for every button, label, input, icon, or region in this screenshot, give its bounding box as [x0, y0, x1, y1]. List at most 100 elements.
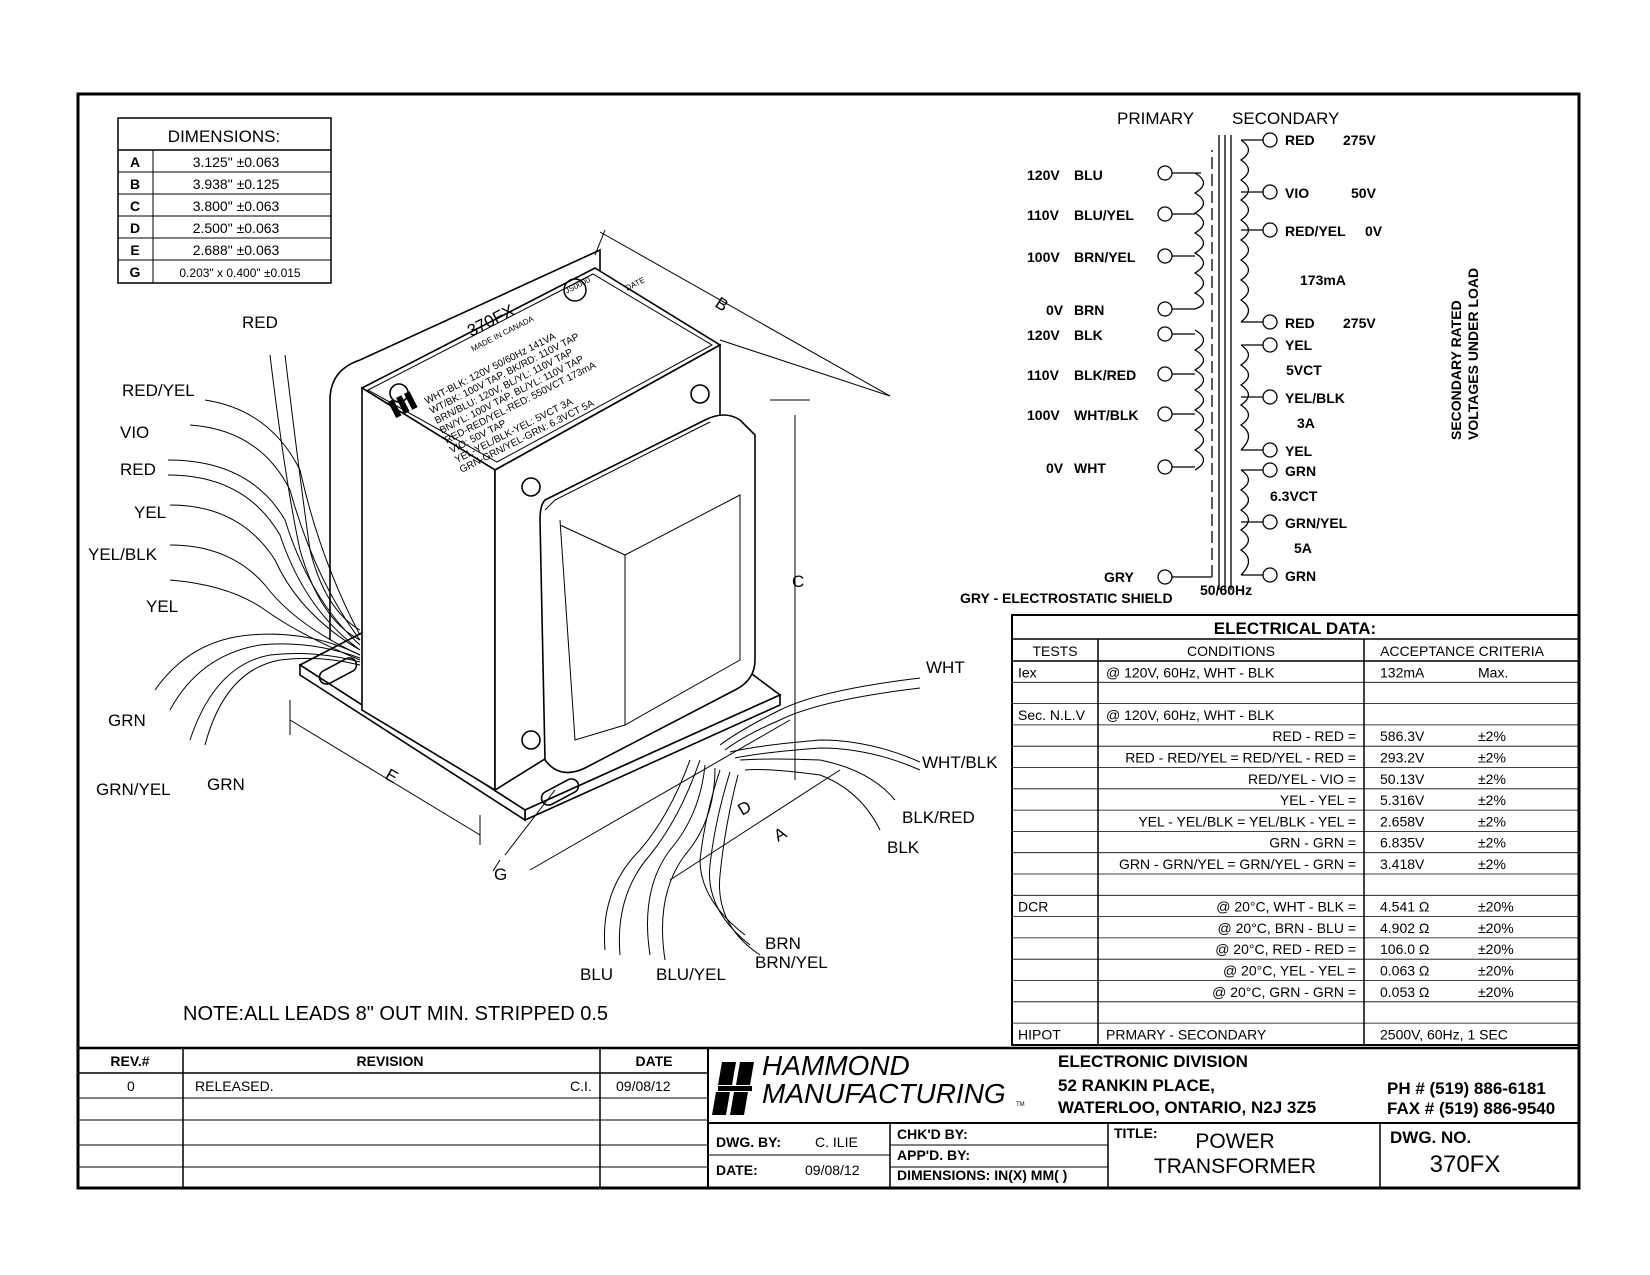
cell-test: Iex [1018, 664, 1037, 680]
cell-value: 3.418V [1380, 856, 1425, 872]
dimensions-unit-label: DIMENSIONS: IN(X) MM( ) [897, 1167, 1067, 1183]
dim-letter: G [494, 865, 507, 884]
cell-value: 50.13V [1380, 771, 1425, 787]
cell-condition: @ 20°C, YEL - YEL = [1223, 963, 1356, 979]
terminal-icon [1157, 206, 1173, 222]
cell-tolerance: ±2% [1478, 835, 1506, 851]
terminal-icon [1157, 248, 1173, 264]
primary-color: WHT/BLK [1074, 407, 1139, 423]
primary-volt: 0V [1046, 460, 1064, 476]
cell-condition: @ 20°C, BRN - BLU = [1218, 920, 1356, 936]
terminal-icon [1157, 301, 1173, 317]
lead-label: RED [242, 313, 278, 332]
secondary-note: 50V [1351, 185, 1377, 201]
lead-label: VIO [120, 423, 149, 442]
terminal-icon [1262, 132, 1278, 148]
cell-tolerance: ±2% [1478, 728, 1506, 744]
terminal-icon [1157, 326, 1173, 342]
col-header-criteria: ACCEPTANCE CRITERIA [1380, 643, 1545, 659]
cell-value: 586.3V [1380, 728, 1425, 744]
lead-label: RED/YEL [122, 381, 195, 400]
wiring-schematic: PRIMARY SECONDARY [960, 109, 1481, 606]
dim-letter: D [735, 797, 755, 820]
terminal-icon [1262, 442, 1278, 458]
cell-tolerance: ±2% [1478, 750, 1506, 766]
electrical-title: ELECTRICAL DATA: [1214, 619, 1376, 638]
plate-logo-icon [388, 391, 418, 419]
cell-condition: YEL - YEL/BLK = YEL/BLK - YEL = [1138, 813, 1356, 829]
primary-color: BLU [1074, 167, 1103, 183]
dim-key: C [130, 198, 140, 214]
company-name-2: MANUFACTURING [762, 1078, 1006, 1109]
terminal-icon [1157, 165, 1173, 181]
terminal-icon [1157, 366, 1173, 382]
leads-note: NOTE:ALL LEADS 8" OUT MIN. STRIPPED 0.5 [183, 1003, 608, 1025]
cell-tolerance: ±2% [1478, 792, 1506, 808]
transformer-drawing [154, 229, 921, 961]
primary-volt: 110V [1027, 367, 1060, 383]
terminal-icon [1262, 514, 1278, 530]
lead-label: GRN [108, 711, 146, 730]
secondary-note: 0V [1365, 223, 1383, 239]
secondary-color: GRN [1285, 463, 1316, 479]
cell-value: 2500V, 60Hz, 1 SEC [1380, 1026, 1508, 1042]
secondary-note: 173mA [1300, 272, 1346, 288]
cell-condition: RED - RED = [1272, 728, 1356, 744]
terminal-icon [1262, 567, 1278, 583]
cell-condition: @ 120V, 60Hz, WHT - BLK [1106, 707, 1275, 723]
lead-label: YEL/BLK [88, 545, 158, 564]
drawing-title-2: TRANSFORMER [1154, 1155, 1316, 1178]
dim-key: B [130, 176, 140, 192]
mounting-slot [540, 778, 580, 806]
secondary-note: 5A [1294, 540, 1312, 556]
front-coil-cover [539, 414, 756, 774]
address-1: 52 RANKIN PLACE, [1058, 1076, 1215, 1095]
lead-label: YEL [134, 503, 166, 522]
dim-key: E [130, 242, 139, 258]
cell-condition: @ 120V, 60Hz, WHT - BLK [1106, 664, 1275, 680]
company-name-1: HAMMOND [762, 1050, 910, 1081]
secondary-title: SECONDARY [1232, 109, 1339, 128]
dim-key: A [130, 154, 140, 170]
cell-condition: @ 20°C, RED - RED = [1215, 941, 1356, 957]
cell-value: 0.053 Ω [1380, 984, 1429, 1000]
primary-volt: 120V [1027, 167, 1060, 183]
terminal-icon [1262, 337, 1278, 353]
cell-tolerance: Max. [1478, 664, 1508, 680]
cell-tolerance: ±2% [1478, 771, 1506, 787]
lead-label: BLU [580, 965, 613, 984]
chkd-by-label: CHK'D BY: [897, 1126, 968, 1142]
side-note: VOLTAGES UNDER LOAD [1465, 268, 1481, 440]
cell-value: 4.541 Ω [1380, 899, 1429, 915]
lead-label: BLU/YEL [656, 965, 726, 984]
lead-label: BRN [765, 934, 801, 953]
terminal-icon [1157, 459, 1173, 475]
cell-test: Sec. N.L.V [1018, 707, 1086, 723]
cell-value: 0.063 Ω [1380, 963, 1429, 979]
dim-value: 2.688" ±0.063 [193, 242, 280, 258]
rev-number: 0 [127, 1078, 135, 1094]
cell-tolerance: ±20% [1478, 941, 1514, 957]
primary-volt: 0V [1046, 302, 1064, 318]
frequency-label: 50/60Hz [1200, 582, 1252, 598]
drawing-title-1: POWER [1195, 1130, 1274, 1153]
revision-text: RELEASED. [195, 1078, 274, 1094]
rev-header: REV.# [110, 1053, 149, 1069]
cell-value: 2.658V [1380, 813, 1425, 829]
primary-windings [1172, 150, 1213, 578]
side-note: SECONDARY RATED [1448, 300, 1464, 440]
primary-color: BLU/YEL [1074, 207, 1134, 223]
mounting-hole [521, 730, 541, 750]
secondary-note: 275V [1343, 132, 1376, 148]
cell-value: 6.835V [1380, 835, 1425, 851]
terminal-icon [1262, 184, 1278, 200]
secondary-windings [1239, 139, 1263, 576]
primary-volt: 110V [1027, 207, 1060, 223]
col-header-tests: TESTS [1032, 643, 1077, 659]
cell-value: 293.2V [1380, 750, 1425, 766]
terminal-icon [1157, 406, 1173, 422]
revision-date: 09/08/12 [616, 1078, 671, 1094]
date-label: DATE: [716, 1162, 758, 1178]
secondary-note: 6.3VCT [1270, 488, 1318, 504]
